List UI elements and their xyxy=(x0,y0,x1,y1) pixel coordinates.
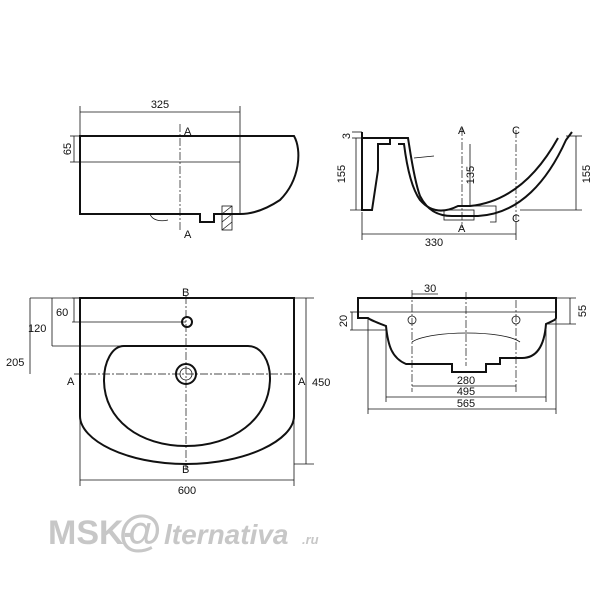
top-view: 60 120 205 450 600 B B A A xyxy=(6,287,330,497)
top-view-outline xyxy=(79,297,295,466)
front-view-bowl-curve xyxy=(411,332,521,343)
watermark-at-sign: @ xyxy=(118,507,161,556)
dim-20-label: 20 xyxy=(338,315,350,327)
section-a-top-2: A xyxy=(458,125,466,137)
front-view-outline xyxy=(357,297,557,373)
watermark: MSK- @ lternativa .ru xyxy=(48,507,319,556)
side-view: 325 65 A A xyxy=(62,99,300,241)
section-detail-mark xyxy=(413,155,435,159)
watermark-brand-tld: .ru xyxy=(302,532,319,547)
dim-330-label: 330 xyxy=(425,237,443,249)
section-bowl-outer xyxy=(390,131,573,217)
dim-565-label: 565 xyxy=(457,398,475,410)
dim-155-right-label: 155 xyxy=(581,165,593,183)
front-view: 30 20 55 280 495 565 xyxy=(338,283,589,414)
dim-495-label: 495 xyxy=(457,386,475,398)
dim-155-left-label: 155 xyxy=(336,165,348,183)
dim-450-label: 450 xyxy=(312,377,330,389)
dim-600-label: 600 xyxy=(178,485,196,497)
dim-55-label: 55 xyxy=(577,305,589,317)
section-b-top: B xyxy=(182,287,189,299)
side-view-siphon xyxy=(149,213,169,222)
dim-325-label: 325 xyxy=(151,99,169,111)
section-a-left: A xyxy=(67,376,75,388)
dim-60-label: 60 xyxy=(56,307,68,319)
dim-205-label: 205 xyxy=(6,357,24,369)
watermark-brand-right: lternativa xyxy=(164,519,289,550)
top-view-bowl xyxy=(102,345,272,448)
dim-3-label: 3 xyxy=(341,133,353,139)
dim-280-label: 280 xyxy=(457,375,475,387)
section-c-bottom: C xyxy=(512,213,520,225)
dim-135-label: 135 xyxy=(465,166,477,184)
section-b-bottom: B xyxy=(182,464,189,476)
watermark-brand-left: MSK- xyxy=(48,514,135,552)
side-view-outline xyxy=(79,135,300,223)
section-a-bottom: A xyxy=(184,229,192,241)
section-a-bottom-2: A xyxy=(458,223,466,235)
section-view: 3 155 135 155 330 A A C C xyxy=(336,125,593,249)
section-a-top: A xyxy=(184,126,192,138)
section-overflow xyxy=(474,205,497,223)
dim-120-label: 120 xyxy=(28,323,46,335)
section-a-right: A xyxy=(298,376,306,388)
dim-30-label: 30 xyxy=(424,283,436,295)
side-view-bracket xyxy=(221,205,233,231)
section-left-wall xyxy=(361,132,391,211)
section-c-top: C xyxy=(512,125,520,137)
section-drain xyxy=(443,209,475,221)
dim-65-label: 65 xyxy=(62,143,74,155)
